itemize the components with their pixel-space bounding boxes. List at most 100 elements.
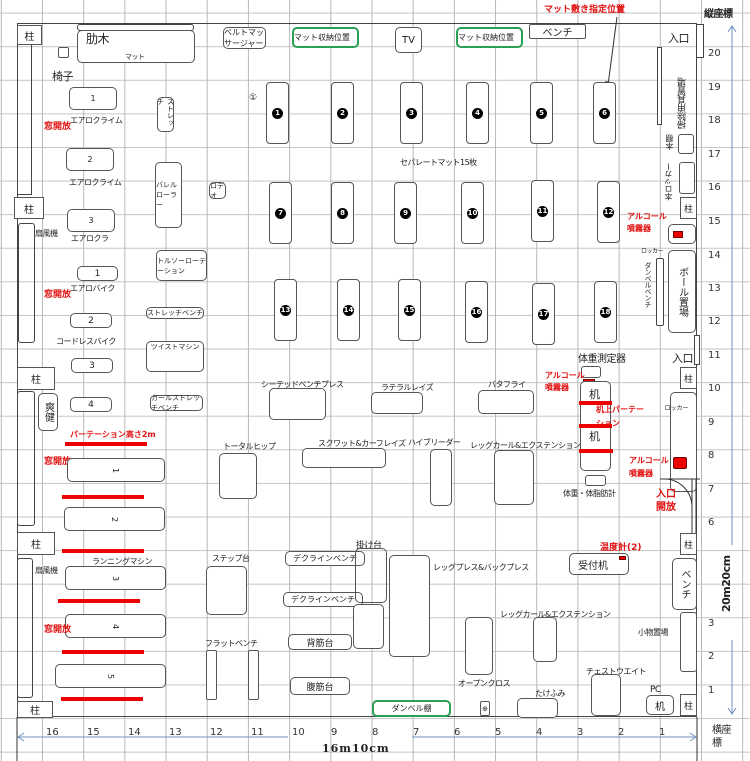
desk-partition-bar — [579, 401, 612, 405]
vertical-axis-title: 縦座標 — [704, 9, 733, 20]
cordless-bike-4: 4 — [70, 397, 112, 412]
aero-climb-2: 2 — [66, 148, 114, 171]
window-open-3: 窓開放 — [44, 457, 72, 467]
mat-14: 14 — [337, 279, 360, 341]
x-tick: 3 — [577, 727, 584, 738]
ab-bench: 腹筋台 — [290, 677, 350, 695]
aero-climb-label: エアロクライム — [69, 178, 122, 187]
x-tick: 13 — [169, 727, 182, 738]
circle-one: ① — [249, 93, 257, 103]
aero-bike-label: エアロバイク — [70, 284, 115, 293]
bookshelf — [678, 134, 694, 154]
decline-bench-1: デクラインベンチ — [285, 551, 365, 566]
twist-machine: ツイストマシン — [146, 341, 204, 372]
fan-label: 扇風機 — [35, 229, 58, 238]
y-tick: 11 — [708, 350, 721, 361]
wood-locker-label: 本ロッカー — [664, 163, 673, 201]
axis-lines — [16, 717, 698, 761]
door-top — [696, 24, 704, 58]
mat-18: 18 — [594, 281, 617, 343]
partition-bar — [61, 697, 143, 701]
aero-cla-label: エアロクラ — [71, 234, 109, 243]
pillar: 柱 — [680, 694, 697, 716]
mat-position-label: マット敷き指定位置 — [544, 5, 626, 15]
stretch-bench: ストレッチベンチ — [146, 307, 204, 319]
mat-11: 11 — [531, 180, 554, 242]
tv: TV — [395, 27, 422, 53]
total-hip-label: トータルヒップ — [223, 442, 276, 451]
open-cross — [465, 617, 493, 675]
mat-1: 1 — [266, 82, 289, 144]
desk-partition-bar — [579, 424, 612, 428]
body-fat-meter — [585, 475, 606, 486]
y-tick: 2 — [708, 651, 715, 662]
running-machine-label: ランニングマシン — [92, 557, 153, 566]
y-tick: 13 — [708, 283, 721, 294]
mat-storage-1: マット収納位置 — [292, 27, 359, 48]
y-tick: 14 — [708, 250, 721, 261]
door-middle — [694, 335, 700, 365]
pillar: 柱 — [17, 25, 42, 45]
x-tick: 15 — [87, 727, 100, 738]
thermometer-label: 温度計(2) — [600, 543, 642, 553]
step-platform — [206, 566, 247, 615]
x-tick: 11 — [251, 727, 264, 738]
mat-10: 10 — [461, 182, 484, 244]
rodeo: ロデオ — [209, 181, 226, 200]
partition-label: パーテーション高さ2m — [70, 430, 156, 439]
treadmill-3: 3 — [65, 566, 166, 590]
y-tick: 19 — [708, 82, 721, 93]
wall-bar — [657, 47, 662, 125]
butterfly-label: バタフライ — [488, 380, 526, 389]
mat-4: 4 — [466, 82, 489, 144]
y-tick: 1 — [708, 685, 715, 696]
pointer-arrow-icon — [605, 16, 618, 89]
y-tick: 17 — [708, 149, 721, 160]
hybrid — [430, 449, 452, 506]
dumbbell-bench — [656, 258, 664, 326]
hang-rack-1 — [355, 548, 387, 603]
dumbbell-bench-label: ダンベルベンチ — [644, 262, 652, 308]
partition-bar — [62, 495, 144, 499]
y-tick: 6 — [708, 517, 715, 528]
mat-8: 8 — [331, 182, 354, 244]
treadmill-2: 2 — [64, 507, 165, 531]
mat-7: 7 — [269, 182, 292, 244]
bench-right[interactable]: ベンチ — [672, 558, 697, 610]
hybrid-label: ハイブリーダー — [408, 438, 461, 447]
partition-bar — [62, 549, 144, 553]
mat-5: 5 — [530, 82, 553, 144]
mat-3: 3 — [400, 82, 423, 144]
rib-label: 肋木 — [86, 32, 110, 46]
back-bench: 背筋台 — [288, 634, 352, 650]
aero-climb-label: エアロクライム — [70, 116, 123, 125]
y-tick: 18 — [708, 115, 721, 126]
y-tick: 9 — [708, 417, 715, 428]
aero-bike-1: 1 — [77, 266, 118, 281]
pillar: 柱 — [14, 197, 44, 219]
small-box — [58, 47, 69, 58]
hang-rack-2 — [353, 604, 384, 649]
body-fat-label: 体重・体脂肪計 — [563, 489, 616, 498]
x-tick: 10 — [292, 727, 305, 738]
pillar: 柱 — [17, 701, 53, 718]
window-wall — [17, 558, 33, 698]
y-tick: 10 — [708, 383, 721, 394]
pc-desk: 机 — [646, 695, 674, 715]
entrance-open-label: 入口開放 — [656, 489, 676, 513]
partition-bar — [62, 650, 144, 654]
fan-label: 扇風機 — [35, 566, 58, 575]
butterfly — [478, 390, 534, 414]
flat-bench-label: フラットベンチ — [205, 639, 258, 648]
aero-climb-3: 3 — [67, 209, 115, 232]
mat-9: 9 — [394, 182, 417, 244]
thermometer — [619, 556, 626, 560]
mat-13: 13 — [274, 279, 297, 341]
y-tick: 20 — [708, 48, 721, 59]
treadmill-5: 5 — [55, 664, 166, 688]
x-tick: 5 — [495, 727, 502, 738]
x-tick: 1 — [659, 727, 666, 738]
scale-label: 体重測定器 — [578, 354, 626, 365]
y-tick: 7 — [708, 484, 715, 495]
ball-storage: ボール置場 — [668, 250, 696, 333]
